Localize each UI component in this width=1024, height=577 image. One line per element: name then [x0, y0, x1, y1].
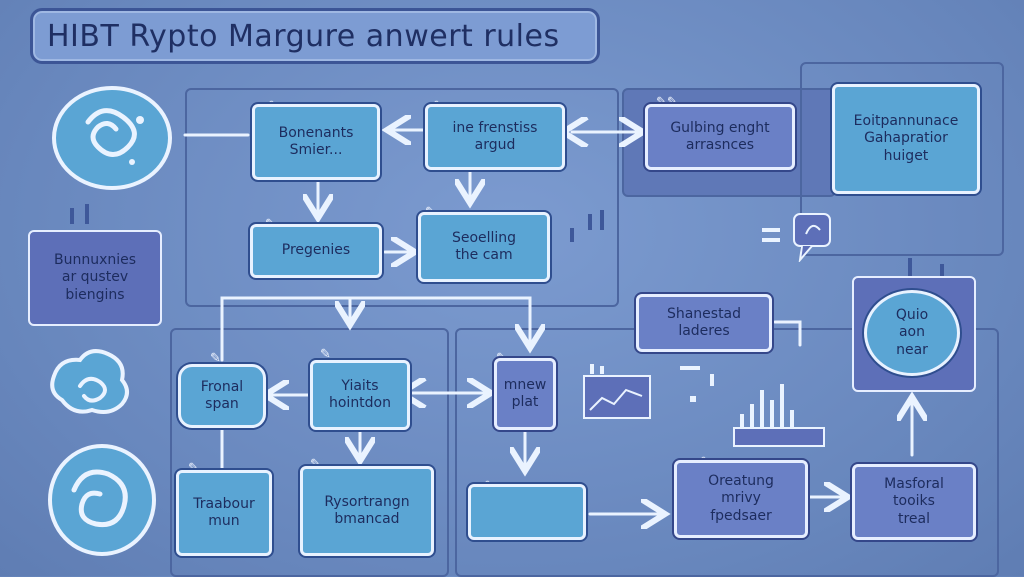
- bar-graph-icon: [733, 384, 825, 447]
- divider-mark: [940, 264, 944, 278]
- node-label: Bonenants Smier...: [278, 124, 354, 159]
- divider-mark: [588, 214, 592, 230]
- node-label: Oreatung mrivy fpedsaer: [708, 472, 774, 524]
- divider-mark: [710, 374, 714, 386]
- node-pregenies[interactable]: Pregenies: [250, 224, 382, 278]
- pin-icon: ✎: [188, 461, 199, 476]
- divider-mark: [600, 210, 604, 230]
- node-label: Gulbing enght arrasnces: [670, 119, 770, 154]
- node-seoelling[interactable]: Seoelling the cam: [418, 212, 550, 282]
- node-label: Fronal span: [200, 378, 244, 413]
- pin-icon: ✎: [310, 457, 321, 472]
- node-label: ine frenstiss argud: [452, 119, 538, 154]
- divider-mark: [70, 208, 74, 224]
- node-yiaits[interactable]: Yiaits hointdon: [310, 360, 410, 430]
- node-shanestad[interactable]: Shanestad laderes: [636, 294, 772, 352]
- title-banner: HIBT Rypto Margure anwert rules: [30, 8, 600, 64]
- node-frenstiss[interactable]: ine frenstiss argud: [425, 104, 565, 170]
- node-masforal[interactable]: Masforal tooiks treal: [852, 464, 976, 540]
- divider-mark: [908, 258, 912, 276]
- node-label: Bunnuxnies ar qustev biengins: [53, 251, 137, 303]
- node-fronal[interactable]: Fronal span: [178, 364, 266, 428]
- node-oreatung[interactable]: Oreatung mrivy fpedsaer: [674, 460, 808, 538]
- node-traabour[interactable]: Traabour mun: [176, 470, 272, 556]
- node-bonenents[interactable]: Bonenants Smier...: [252, 104, 380, 180]
- divider-mark: [690, 396, 696, 402]
- node-label: Rysortrangn bmancad: [324, 493, 410, 528]
- node-label: Traabour mun: [193, 495, 255, 530]
- frame-upper-left: [185, 88, 619, 307]
- node-nrvanttinen[interactable]: [468, 484, 586, 540]
- node-taxbox[interactable]: Eoitpannunace Gahapratior huiget: [832, 84, 980, 194]
- divider-mark: [85, 204, 89, 224]
- node-label: Quio aon near: [895, 306, 929, 358]
- pin-icon: ✎: [210, 351, 221, 366]
- divider-mark: [762, 238, 780, 242]
- divider-mark: [570, 228, 574, 242]
- page-title: HIBT Rypto Margure anwert rules: [47, 18, 560, 54]
- node-rysortrangn[interactable]: Rysortrangn bmancad: [300, 466, 434, 556]
- cloud-swirl-icon: [50, 349, 129, 414]
- node-label: Yiaits hointdon: [328, 377, 391, 412]
- pin-icon: ✎: [320, 347, 331, 362]
- cloud-swirl-icon: [48, 444, 156, 556]
- node-label: mnew plat: [503, 376, 547, 411]
- node-burnnuxnies[interactable]: Bunnuxnies ar qustev biengins: [28, 230, 162, 326]
- frame-right-column: [800, 62, 1004, 256]
- divider-mark: [680, 366, 700, 370]
- node-gulbing[interactable]: Gulbing enght arrasnces: [645, 104, 795, 170]
- node-quio[interactable]: Quio aon near: [864, 290, 960, 376]
- node-label: Pregenies: [281, 242, 351, 259]
- chat-bubble-icon: [793, 213, 831, 262]
- divider-mark: [762, 228, 780, 232]
- node-label: Shanestad laderes: [666, 305, 742, 340]
- node-label: Seoelling the cam: [451, 229, 517, 264]
- node-label: Eoitpannunace Gahapratior huiget: [853, 112, 959, 164]
- node-mnew[interactable]: mnew plat: [494, 358, 556, 430]
- node-label: Masforal tooiks treal: [884, 475, 944, 527]
- bar-graph-icon: [583, 364, 651, 419]
- swirl-globe-icon: [52, 86, 172, 190]
